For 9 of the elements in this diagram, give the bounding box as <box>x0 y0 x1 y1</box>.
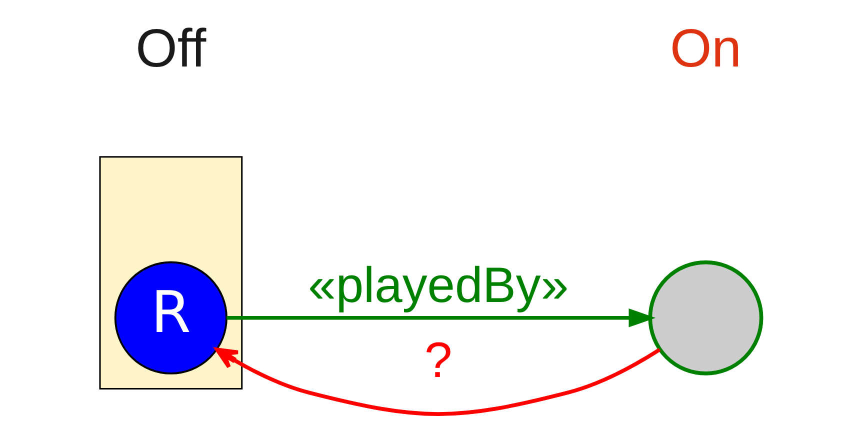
arrow <box>226 308 656 328</box>
node-circle: R <box>114 261 228 374</box>
label: On <box>670 18 742 79</box>
edge-label: ? <box>424 332 452 388</box>
cluster <box>99 156 243 390</box>
arrow <box>215 348 661 416</box>
label: Off <box>136 18 206 79</box>
edge-label: «playedBy» <box>308 257 569 314</box>
node-circle <box>648 260 764 376</box>
